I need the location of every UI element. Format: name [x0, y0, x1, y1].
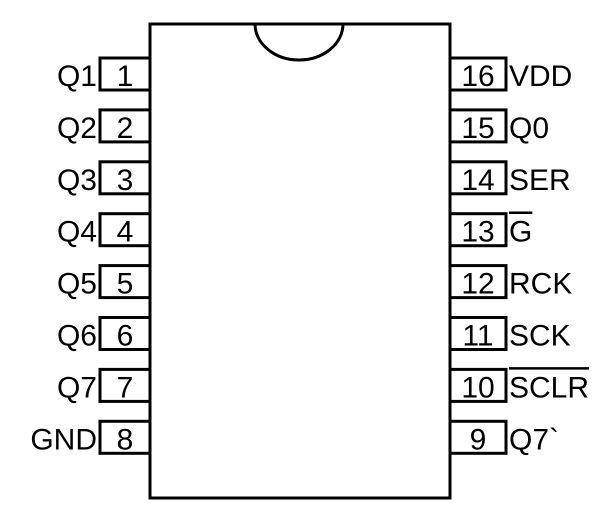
pin-7: 7 Q7	[57, 367, 152, 404]
pin-box	[448, 212, 508, 248]
pin-box	[98, 160, 152, 196]
pin-box	[98, 316, 152, 351]
pin-12: 12 RCK	[448, 264, 572, 301]
right-pin-column: 16 VDD 15 Q0 14 SER 13 G 12 RCK 11 SCK 10 SCLR 9 Q7`	[448, 56, 590, 456]
pin-label: Q3	[57, 164, 97, 197]
pin-box	[448, 367, 508, 403]
pin-number: 13	[461, 216, 494, 249]
pin-number: 3	[117, 164, 134, 197]
pin-16: 16 VDD	[448, 56, 572, 93]
pin-box	[98, 212, 152, 248]
pin-box	[448, 316, 508, 351]
pin-number: 6	[117, 320, 134, 353]
pin-5: 5 Q5	[57, 264, 152, 301]
pin-label: Q6	[57, 320, 97, 353]
pin-label: SCLR	[509, 371, 589, 404]
pin-number: 10	[461, 371, 494, 404]
pin-number: 4	[117, 216, 134, 249]
pin-label: Q7	[57, 371, 97, 404]
pin-11: 11 SCK	[448, 316, 571, 353]
pin-label: Q0	[509, 112, 549, 145]
pin-10: 10 SCLR	[448, 367, 590, 404]
pin-number: 1	[117, 60, 134, 93]
pin-3: 3 Q3	[57, 160, 152, 197]
pin-label: GND	[30, 423, 97, 456]
pin-box	[98, 367, 152, 403]
pin-14: 14 SER	[448, 160, 571, 197]
pin-1: 1 Q1	[57, 56, 152, 93]
pin-label: SCK	[509, 320, 571, 353]
pin-box	[448, 160, 508, 196]
pin-box	[98, 419, 152, 455]
pin-number: 2	[117, 112, 134, 145]
chip-body	[148, 22, 452, 500]
pin-label: Q4	[57, 216, 97, 249]
pin-15: 15 Q0	[448, 108, 549, 145]
pin-label: VDD	[509, 60, 572, 93]
pin-label: Q1	[57, 60, 97, 93]
pin-number: 14	[461, 164, 494, 197]
chip-notch	[253, 23, 345, 62]
pin-number: 9	[470, 423, 487, 456]
pin-number: 16	[461, 60, 494, 93]
pin-number: 11	[462, 320, 493, 353]
pin-box	[448, 419, 508, 455]
pin-label: RCK	[509, 268, 572, 301]
pin-label: Q5	[57, 268, 97, 301]
pin-box	[98, 108, 152, 144]
pin-9: 9 Q7`	[448, 419, 559, 456]
pin-box	[448, 108, 508, 144]
pin-number: 15	[461, 112, 494, 145]
pin-box	[98, 56, 152, 92]
pin-box	[448, 264, 508, 300]
pin-6: 6 Q6	[57, 316, 152, 353]
pin-number: 12	[461, 268, 494, 301]
pin-number: 5	[117, 268, 134, 301]
pin-2: 2 Q2	[57, 108, 152, 145]
pin-box	[448, 56, 508, 92]
pin-4: 4 Q4	[57, 212, 152, 249]
pin-8: 8 GND	[30, 419, 152, 456]
pin-13: 13 G	[448, 211, 533, 249]
pin-label: Q7`	[509, 423, 559, 456]
pin-number: 8	[117, 423, 134, 456]
pin-number: 7	[117, 371, 134, 404]
pin-label: Q2	[57, 112, 97, 145]
pin-box	[98, 264, 152, 300]
left-pin-column: 1 Q1 2 Q2 3 Q3 4 Q4 5 Q5 6 Q6 7 Q7 8 GND	[30, 56, 152, 456]
pin-label: SER	[509, 164, 571, 197]
pin-label: G	[509, 216, 532, 249]
